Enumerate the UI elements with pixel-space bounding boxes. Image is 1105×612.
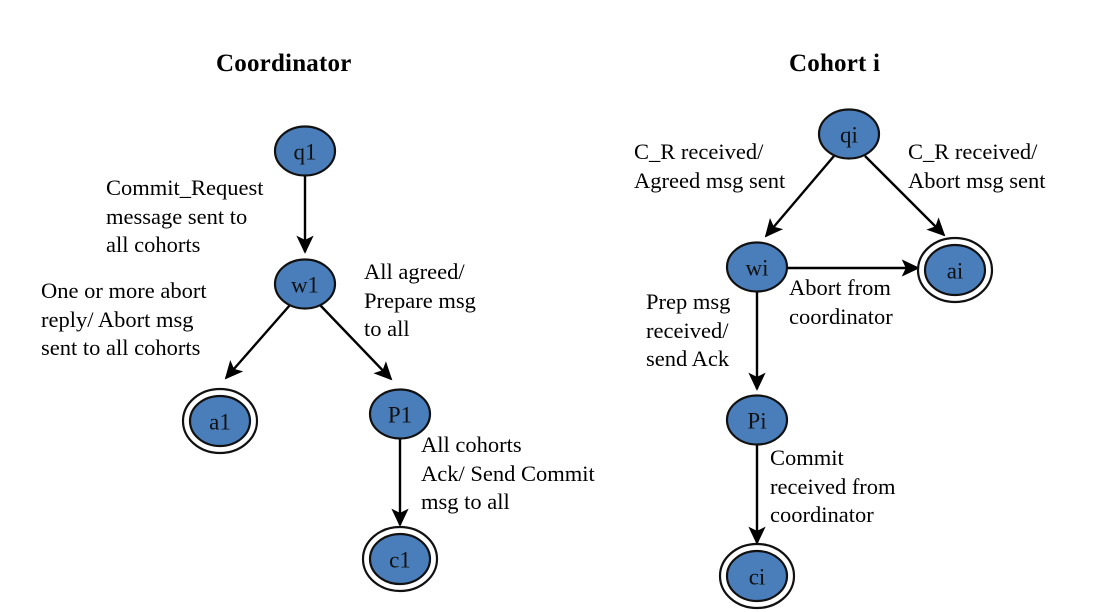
node-q1-label: q1 xyxy=(294,140,317,165)
node-ai[interactable]: ai xyxy=(916,236,994,304)
node-Pi-shape xyxy=(725,394,789,446)
edge-label-qi-ai: C_R received/ Abort msg sent xyxy=(908,139,1046,193)
node-ai-shape xyxy=(923,243,987,297)
node-P1[interactable]: P1 xyxy=(368,388,432,440)
node-w1[interactable]: w1 xyxy=(273,258,337,310)
edge-qi-wi xyxy=(764,155,835,238)
edges-cohort xyxy=(748,155,946,545)
edges-coordinator xyxy=(224,176,409,527)
edge-w1-P1 xyxy=(319,304,393,381)
node-wi-shape xyxy=(725,241,789,293)
edge-label-qi-wi: C_R received/ Agreed msg sent xyxy=(634,139,786,193)
node-c1[interactable]: c1 xyxy=(361,525,439,593)
edge-w1-a1 xyxy=(224,304,291,380)
node-Pi[interactable]: Pi xyxy=(725,394,789,446)
node-ci-label: ci xyxy=(749,565,766,590)
panel-title-coordinator: Coordinator xyxy=(216,50,352,77)
node-Pi-label: Pi xyxy=(747,409,766,434)
edge-label-wi-ai: Abort from coordinator xyxy=(789,275,893,329)
node-a1-shape xyxy=(188,394,252,448)
panel-title-cohort: Cohort i xyxy=(789,50,881,77)
node-qi-label: qi xyxy=(840,123,858,148)
node-ai-label: ai xyxy=(947,259,964,284)
node-P1-label: P1 xyxy=(388,403,412,428)
node-a1[interactable]: a1 xyxy=(181,387,259,455)
node-ci[interactable]: ci xyxy=(718,542,796,610)
edge-qi-ai xyxy=(864,155,946,237)
node-w1-shape xyxy=(273,258,337,310)
node-c1-label: c1 xyxy=(389,548,411,573)
node-q1[interactable]: q1 xyxy=(273,125,337,177)
edge-label-wi-Pi: Prep msg received/ send Ack xyxy=(646,289,731,371)
node-w1-label: w1 xyxy=(291,273,319,298)
node-wi-label: wi xyxy=(746,256,769,281)
edge-label-w1-a1: One or more abort reply/ Abort msg sent … xyxy=(41,278,207,360)
node-qi[interactable]: qi xyxy=(817,108,881,160)
edge-label-w1-P1: All agreed/ Prepare msg to all xyxy=(364,259,476,341)
edge-label-Pi-ci: Commit received from coordinator xyxy=(770,445,896,527)
edge-label-P1-c1: All cohorts Ack/ Send Commit msg to all xyxy=(421,432,595,514)
node-c1-shape xyxy=(368,532,432,586)
node-wi[interactable]: wi xyxy=(725,241,789,293)
edge-label-q1-w1: Commit_Request message sent to all cohor… xyxy=(106,175,264,257)
node-q1-shape xyxy=(273,125,337,177)
node-qi-shape xyxy=(817,108,881,160)
node-a1-label: a1 xyxy=(209,410,231,435)
node-P1-shape xyxy=(368,388,432,440)
node-ci-shape xyxy=(725,549,789,603)
